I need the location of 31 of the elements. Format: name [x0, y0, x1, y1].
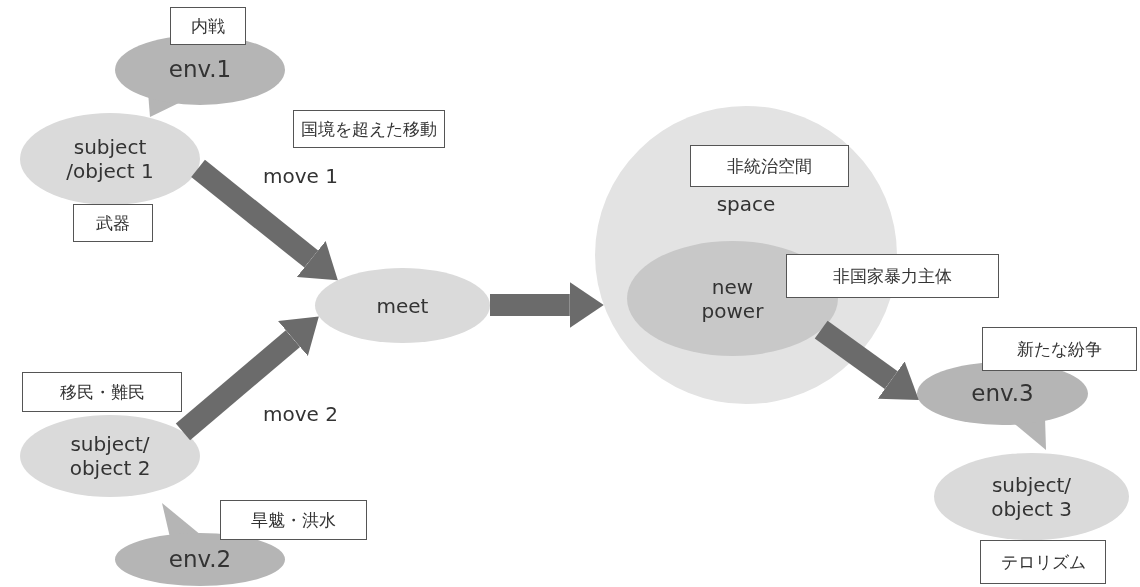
- node-label: subject/ object 2: [68, 432, 152, 480]
- node-label: env.1: [168, 56, 232, 84]
- tag-box: [690, 145, 849, 187]
- tag-box: [170, 7, 246, 45]
- node-label: subject/ object 3: [990, 472, 1073, 521]
- block-arrow: [175, 316, 319, 441]
- node-label: 国境を超えた移動: [301, 118, 437, 140]
- node-label: 内戦: [191, 15, 225, 37]
- node-label: 非統治空間: [727, 155, 812, 177]
- node-label: 非国家暴力主体: [833, 265, 952, 287]
- node-label: 移民・難民: [59, 381, 145, 403]
- node-label: new power: [700, 274, 765, 323]
- tag-box: [980, 540, 1106, 584]
- tag-box: [22, 372, 182, 412]
- node-label: 武器: [96, 212, 130, 234]
- tag-box: [220, 500, 367, 540]
- node-label: meet: [376, 293, 429, 318]
- tag-box: [293, 110, 445, 148]
- node-label: space: [716, 192, 776, 217]
- block-arrow: [191, 159, 338, 281]
- node-label: env.2: [168, 545, 232, 574]
- block-arrow: [490, 282, 604, 328]
- node-label: テロリズム: [1000, 551, 1086, 573]
- tag-box: [786, 254, 999, 298]
- node-label: subject /object 1: [65, 135, 155, 183]
- tag-box: [982, 327, 1137, 371]
- node-label: 新たな紛争: [1017, 338, 1102, 360]
- tag-box: [73, 204, 153, 242]
- block-arrow: [814, 320, 919, 400]
- node-label: env.3: [971, 379, 1034, 408]
- node-label: 旱魃・洪水: [251, 509, 336, 531]
